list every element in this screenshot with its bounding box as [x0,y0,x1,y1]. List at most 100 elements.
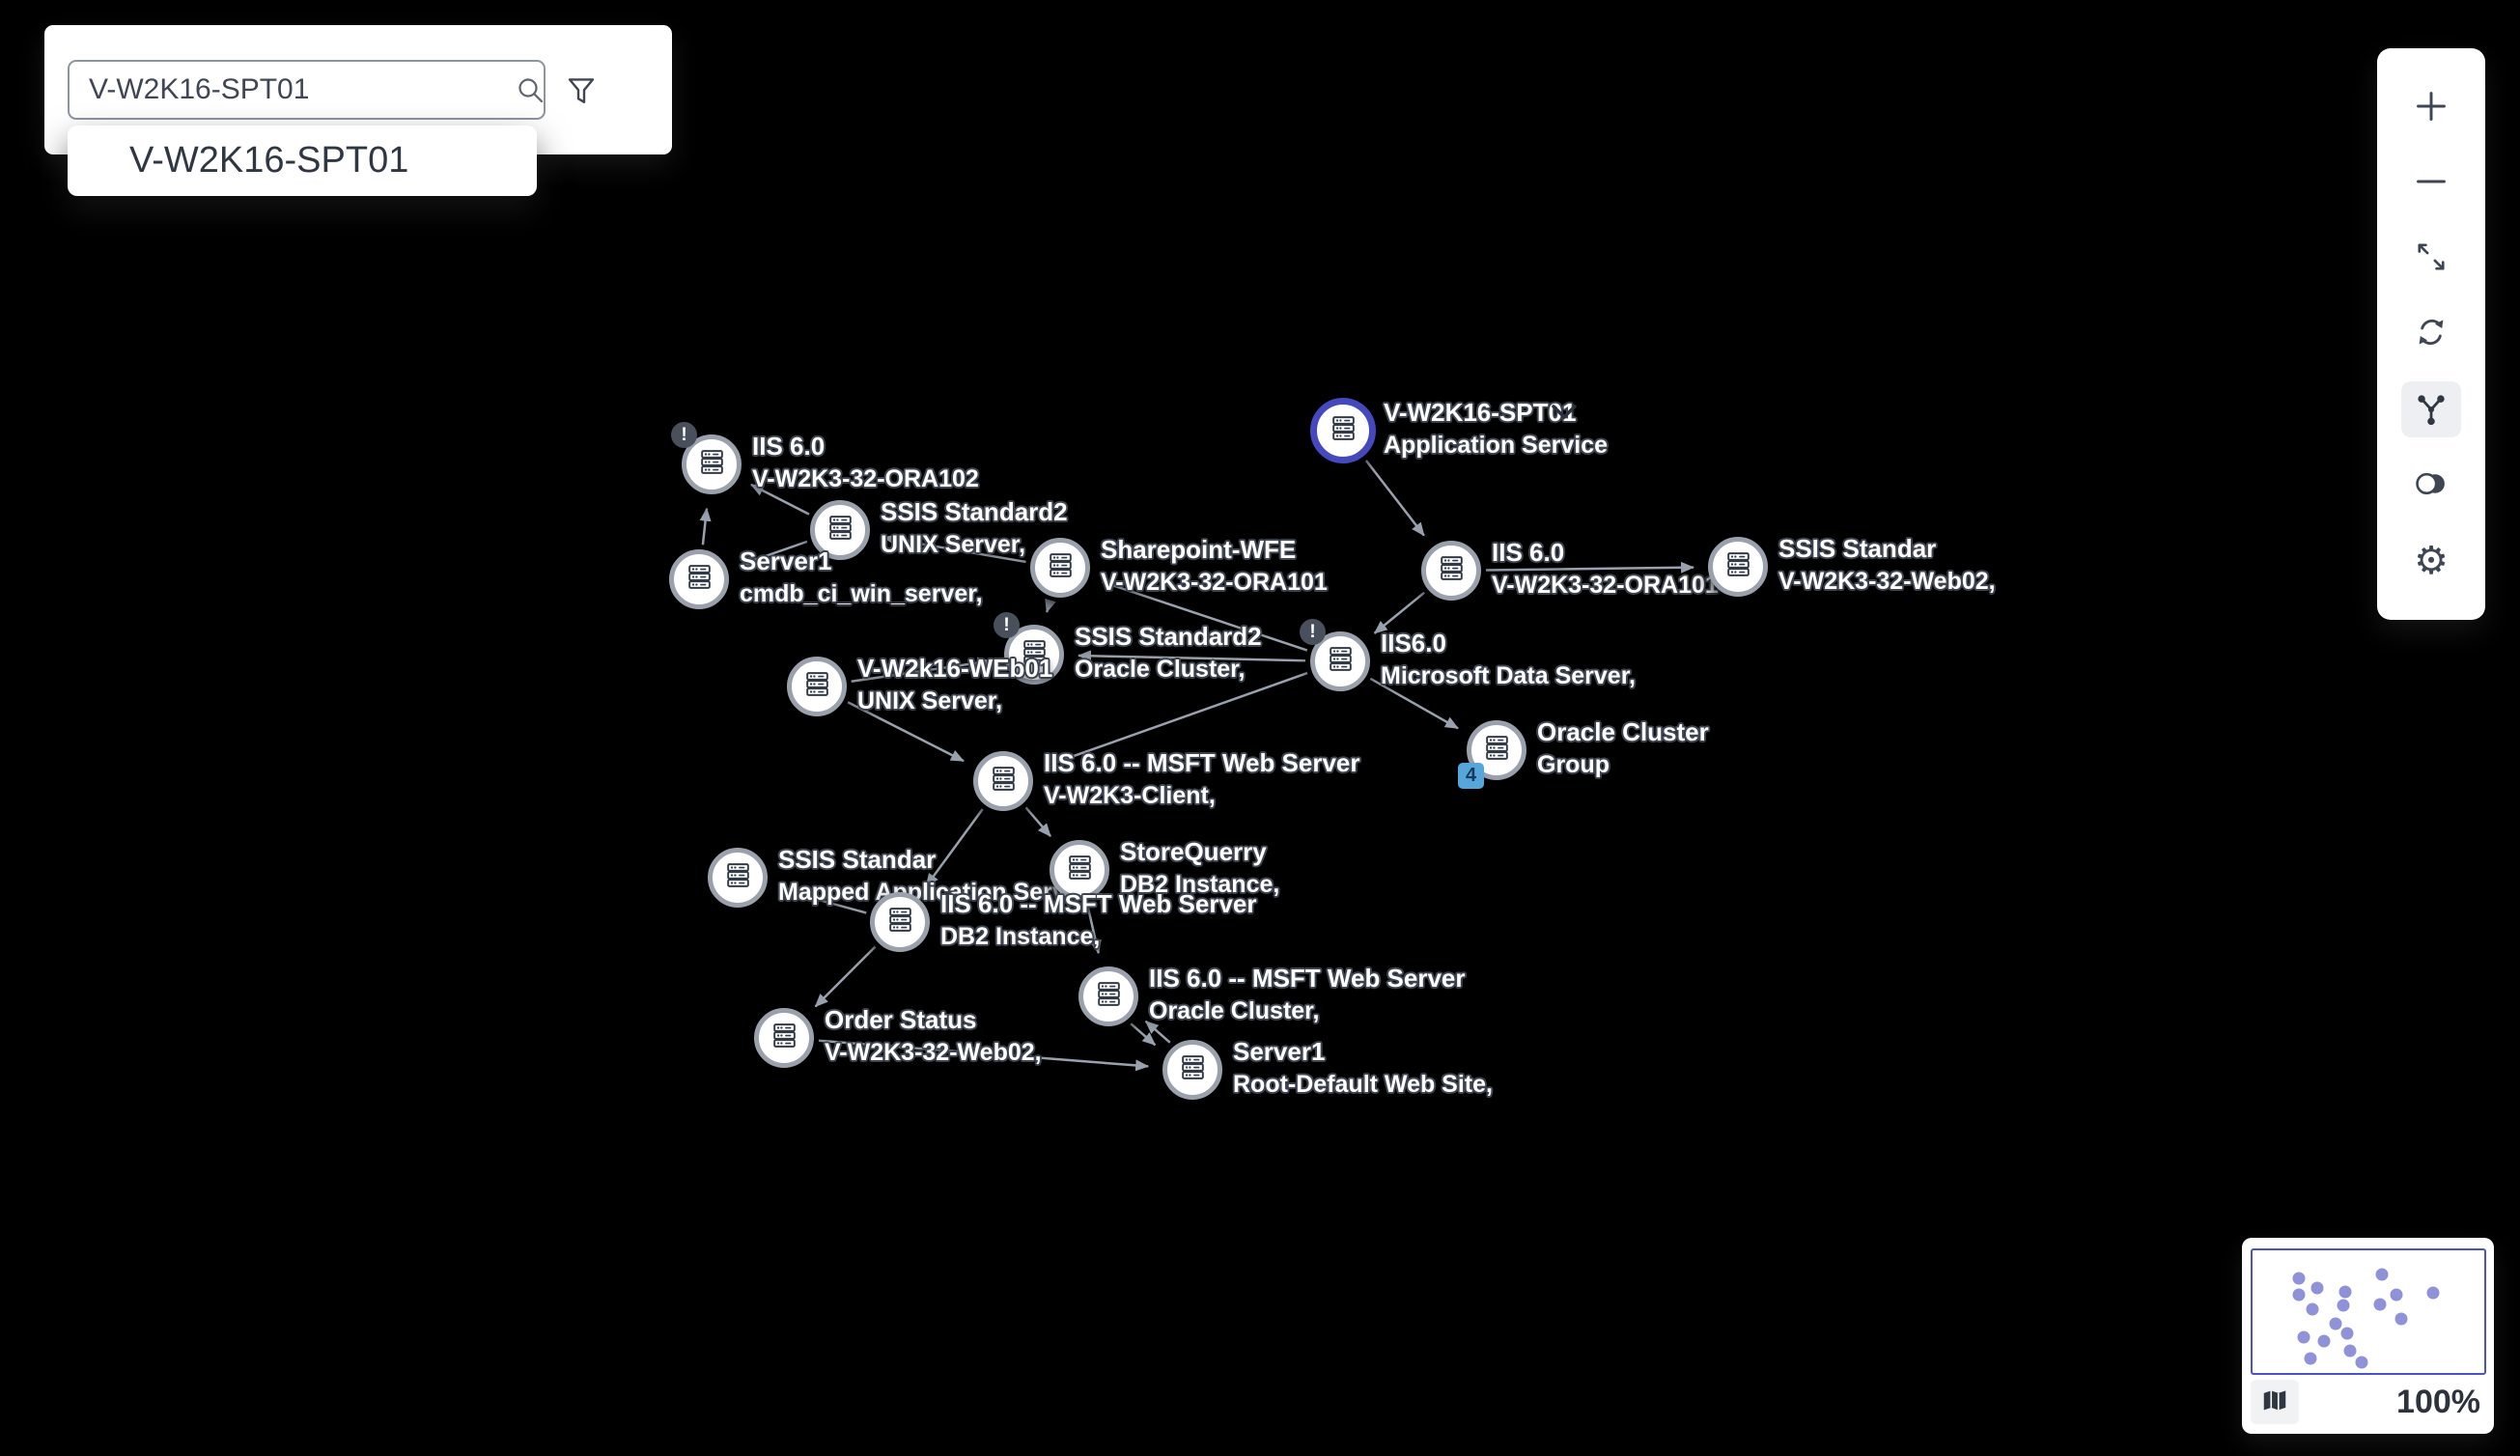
graph-node-iis60-ora101[interactable] [1421,541,1481,601]
node-title: IIS 6.0 [1492,538,1565,567]
zoom-in-button[interactable] [2401,79,2461,135]
plus-icon [2410,85,2452,130]
refresh-icon [2411,312,2451,355]
gear-icon: ⚙ [2414,539,2449,582]
network-layout-button[interactable] [2401,381,2461,438]
minimap-toggle-button[interactable] [2251,1380,2299,1424]
graph-node-server1-cmdb[interactable] [669,549,729,609]
server-icon [826,513,855,547]
node-title: IIS6.0 [1381,629,1446,658]
node-subtitle: DB2 Instance, [940,923,1101,950]
graph-edge [779,886,867,914]
minimap-panel: 100% [2242,1238,2494,1434]
graph-node-storequerry[interactable] [1050,840,1109,900]
search-input[interactable] [68,60,546,120]
node-title: StoreQuerry [1120,837,1267,866]
fit-view-button[interactable] [2401,231,2461,287]
graph-node-ssis-std2-oc[interactable]: ! [994,612,1064,685]
graph-node-iis60-ora102[interactable]: ! [671,422,742,494]
minimap-node-dot [2292,1272,2306,1285]
graph-node-ssis-std2-unix[interactable] [810,500,870,560]
graph-node-iis-msft-db2[interactable] [870,892,930,952]
minimap-node-dot [2329,1317,2342,1330]
server-icon [1020,637,1050,672]
minimap-viewport[interactable] [2251,1248,2486,1375]
graph-node-iis60-mds[interactable]: ! [1300,619,1370,691]
graph-node-iis-msft-client[interactable] [973,751,1033,811]
node-subtitle: Microsoft Data Server, [1381,662,1636,689]
graph-node-server1-root[interactable] [1162,1040,1222,1100]
graph-node-iis-msft-oc[interactable] [1078,966,1138,1026]
server-icon [1065,853,1095,887]
node-title: IIS 6.0 -- MSFT Web Server [1044,748,1360,777]
node-subtitle: Root-Default Web Site, [1233,1071,1493,1098]
graph-edge [818,1039,1150,1072]
filter-funnel-icon [564,74,599,112]
node-title: SSIS Standar [778,845,937,874]
server-icon [770,1021,799,1055]
graph-edge [699,507,712,546]
graph-node-order-status[interactable] [754,1008,814,1068]
server-icon [1326,644,1356,679]
node-title: IIS 6.0 [752,432,826,461]
search-icon [516,75,545,104]
node-title: SSIS Standar [1778,534,1937,563]
refresh-button[interactable] [2401,306,2461,362]
zoom-level-label: 100% [2396,1383,2480,1420]
graph-node-v-w2k16-web01[interactable] [787,657,847,716]
graph-edge [1077,650,1306,662]
search-suggestion-item[interactable]: V-W2K16-SPT01 [68,126,537,196]
server-icon [1046,550,1076,585]
minimap-node-dot [2304,1352,2317,1365]
map-toolbar: ⚙ [2377,48,2485,620]
graph-edge [1373,591,1425,634]
graph-node-ssis-standar-mapped[interactable] [708,848,768,908]
filter-button[interactable] [556,68,606,118]
node-title: Oracle Cluster [1537,717,1709,746]
graph-edge [1369,677,1459,730]
alert-badge: ! [994,612,1020,638]
count-badge[interactable]: 4 [1458,763,1484,789]
minimap-node-dot [2394,1312,2408,1326]
alert-badge: ! [671,422,697,448]
graph-edge [1045,598,1056,613]
node-subtitle: Group [1537,751,1610,778]
graph-node-v-w2k16-spt01[interactable] [1310,398,1376,463]
server-icon [1178,1052,1208,1087]
graph-edge [750,483,810,516]
alert-badge: ! [1300,619,1326,645]
node-subtitle: V-W2K3-32-ORA102 [752,465,979,492]
server-icon [697,447,727,482]
contrast-toggle-button[interactable] [2401,458,2461,514]
node-title: IIS 6.0 -- MSFT Web Server [940,889,1257,918]
map-icon [2260,1386,2289,1418]
zoom-out-button[interactable] [2401,154,2461,210]
minus-icon [2410,160,2452,206]
settings-button[interactable]: ⚙ [2401,533,2461,589]
chevron-down-icon[interactable] [1550,404,1579,426]
graph-node-oracle-cluster-grp[interactable]: 4 [1458,720,1526,789]
minimap-node-dot [2297,1330,2310,1344]
graph-edge [1485,561,1695,574]
node-title: SSIS Standard2 [1075,622,1262,651]
graph-node-ssis-standar-web02[interactable] [1708,537,1768,597]
server-icon [723,860,753,895]
graph-edge [1144,1020,1171,1044]
minimap-node-dot [2390,1288,2403,1302]
graph-node-sharepoint-wfe[interactable] [1030,538,1090,598]
node-title: V-W2K16-SPT01 [1384,398,1577,427]
graph-edge [1130,1022,1157,1047]
graph-edge [1085,903,1102,955]
